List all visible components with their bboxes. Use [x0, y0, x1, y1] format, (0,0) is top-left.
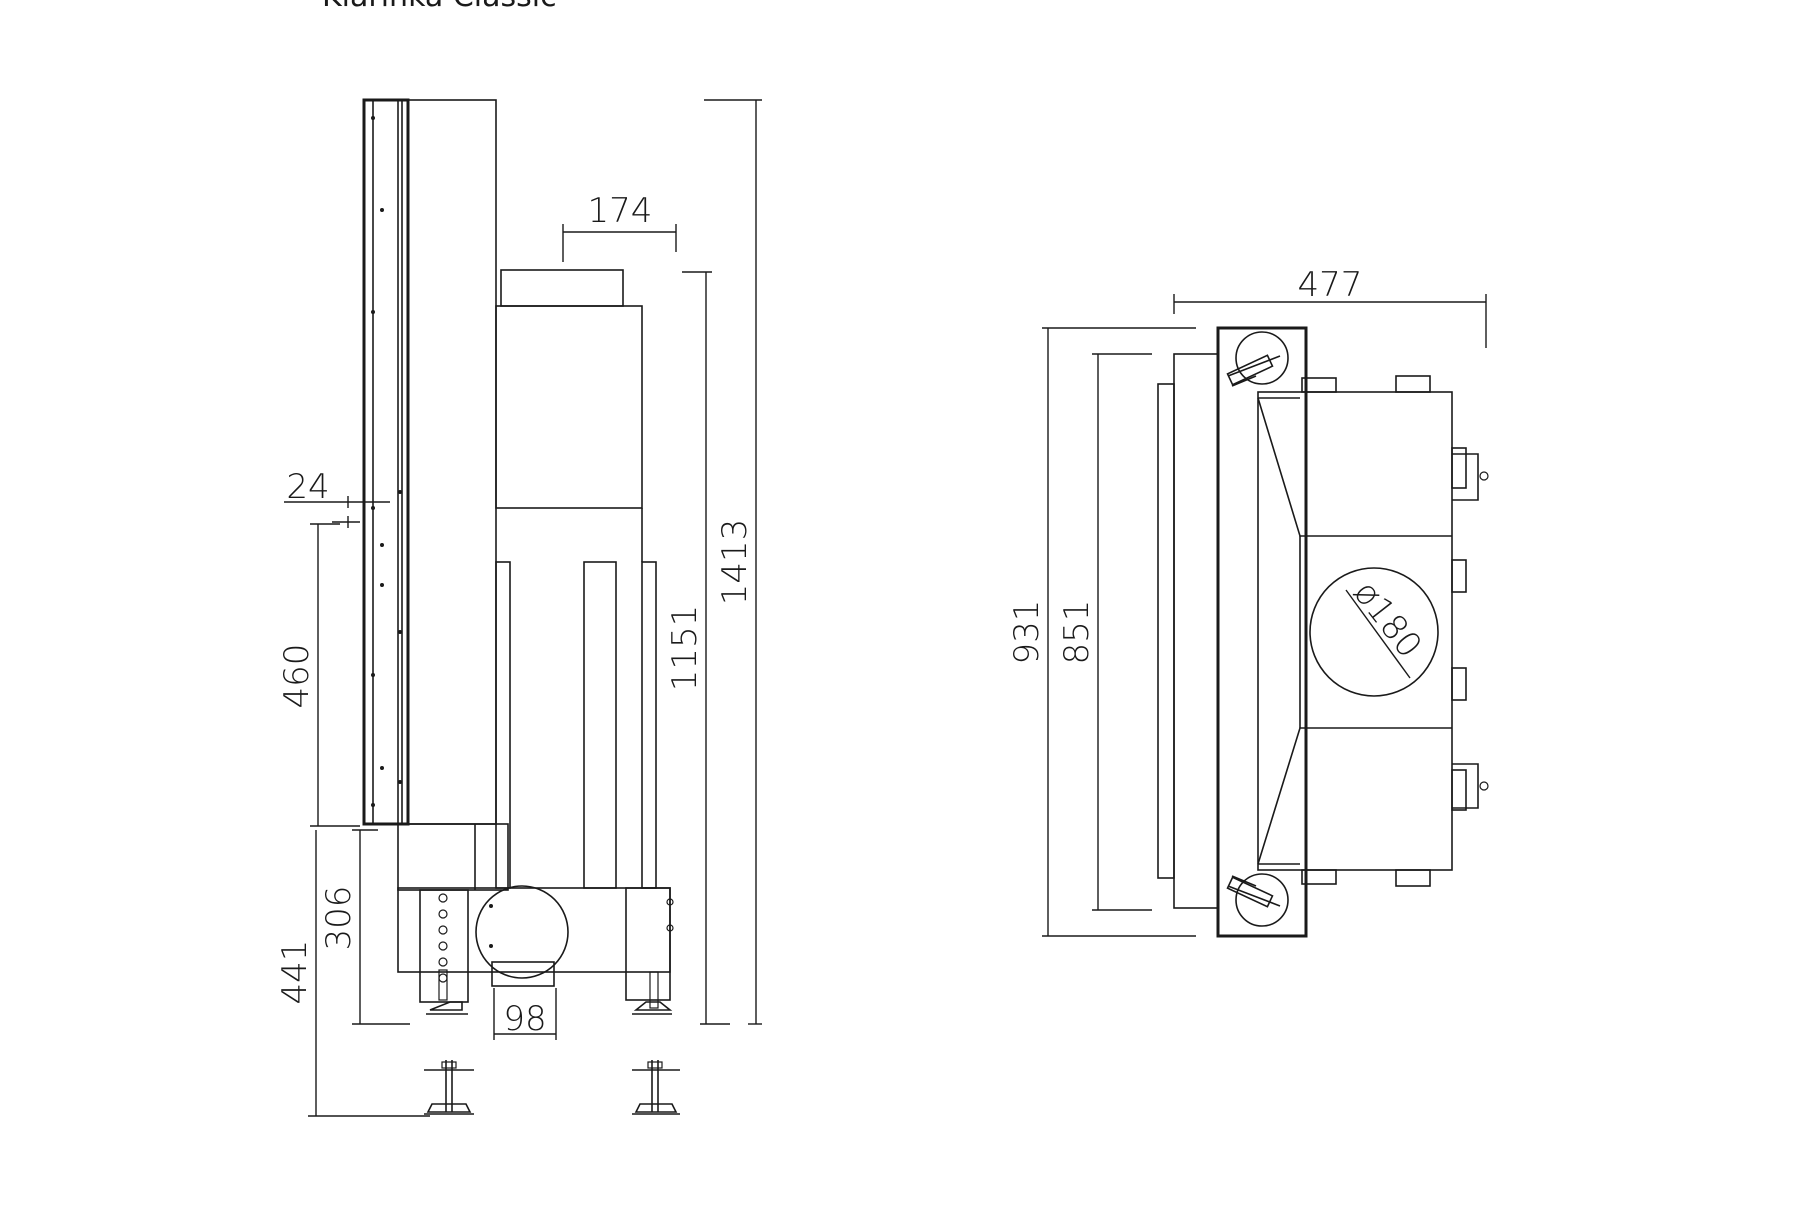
glass-panel-outer	[1157, 383, 1175, 879]
dim-label-1151: 1151	[665, 605, 705, 692]
lower-housing	[397, 823, 674, 1003]
fireplace-body	[407, 99, 497, 825]
dim-label-306: 306	[319, 886, 359, 951]
dimension-931: 931	[1007, 327, 1196, 937]
mounting-tabs	[1301, 375, 1489, 887]
dimension-1413: 1413	[704, 99, 762, 1025]
dimension-174: 174	[562, 191, 677, 262]
dimension-441: 441	[275, 830, 430, 1117]
dimension-477: 477	[1173, 265, 1487, 348]
spare-feet	[424, 1060, 680, 1115]
dimension-98: 98	[493, 988, 557, 1040]
dimension-306: 306	[319, 829, 410, 1025]
dimension-851: 851	[1057, 353, 1152, 911]
top-body	[1257, 391, 1453, 871]
dim-label-460: 460	[277, 644, 317, 709]
flue-diameter-line	[1345, 589, 1411, 679]
adjustable-feet	[426, 971, 673, 1015]
dim-label-441: 441	[275, 940, 315, 1005]
dim-label-98: 98	[503, 999, 546, 1039]
dim-label-931: 931	[1007, 600, 1047, 665]
door-frame	[362, 98, 410, 826]
dim-label-180: ø180	[1345, 573, 1429, 665]
dim-label-24: 24	[286, 467, 329, 507]
flue-box	[495, 269, 643, 509]
dimension-460: 460	[277, 523, 360, 827]
dimension-1151: 1151	[665, 271, 730, 1025]
corner-rollers	[1226, 331, 1289, 927]
side-view: 174 24 460 306 441	[275, 98, 762, 1117]
dim-label-477: 477	[1298, 265, 1363, 305]
flue-circle	[1309, 567, 1439, 697]
glass-panel-inner	[1173, 353, 1219, 909]
dim-label-851: 851	[1057, 600, 1097, 665]
top-view: ø180	[1007, 265, 1489, 938]
drawing-title: Klarinka Classic	[322, 0, 557, 14]
dim-label-1413: 1413	[715, 519, 755, 606]
dim-label-174: 174	[588, 191, 653, 231]
side-panels	[495, 508, 657, 889]
front-frame	[1216, 326, 1308, 938]
dimension-24: 24	[284, 467, 390, 528]
